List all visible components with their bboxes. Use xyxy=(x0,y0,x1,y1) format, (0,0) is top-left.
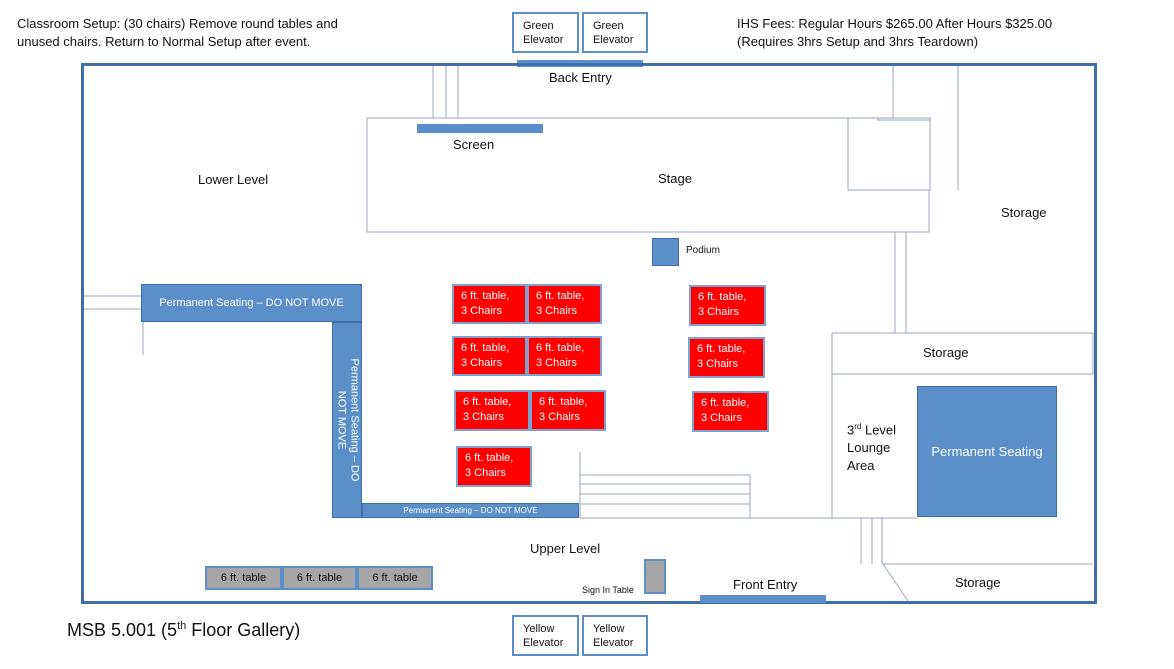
green-elevator-right: Green Elevator xyxy=(582,12,648,53)
storage-top-label: Storage xyxy=(1001,205,1047,220)
fees-note: IHS Fees: Regular Hours $265.00 After Ho… xyxy=(737,16,1053,49)
table-5: 6 ft. table, 3 Chairs xyxy=(527,336,602,376)
podium-label: Podium xyxy=(686,245,720,256)
stage-label: Stage xyxy=(658,171,692,186)
table-6: 6 ft. table, 3 Chairs xyxy=(688,337,765,378)
setup-instructions: Classroom Setup: (30 chairs) Remove roun… xyxy=(17,16,338,49)
permanent-seating-right: Permanent Seating xyxy=(917,386,1057,517)
gray-table-1: 6 ft. table xyxy=(205,566,282,590)
room-name: MSB 5.001 (5th Floor Gallery) xyxy=(67,620,301,640)
yellow-elevator-left: Yellow Elevator xyxy=(512,615,579,656)
storage-mid-label: Storage xyxy=(923,345,969,360)
table-3: 6 ft. table, 3 Chairs xyxy=(689,285,766,326)
table-4: 6 ft. table, 3 Chairs xyxy=(452,336,527,376)
back-entry-label: Back Entry xyxy=(549,70,612,85)
gray-table-2: 6 ft. table xyxy=(282,566,357,590)
permanent-seating-top: Permanent Seating – DO NOT MOVE xyxy=(141,284,362,322)
front-entry-label: Front Entry xyxy=(733,577,798,592)
screen-label: Screen xyxy=(453,137,495,152)
podium xyxy=(652,238,679,266)
table-10: 6 ft. table, 3 Chairs xyxy=(456,446,532,487)
front-entry-door xyxy=(700,595,826,603)
table-7: 6 ft. table, 3 Chairs xyxy=(454,390,530,431)
table-1: 6 ft. table, 3 Chairs xyxy=(452,284,527,324)
permanent-seating-vertical: Permanent Seating – DO NOT MOVE xyxy=(332,322,362,518)
screen xyxy=(417,124,543,133)
storage-bottom-label: Storage xyxy=(955,575,1001,590)
table-8: 6 ft. table, 3 Chairs xyxy=(530,390,606,431)
sign-in-table xyxy=(644,559,666,594)
table-9: 6 ft. table, 3 Chairs xyxy=(692,391,769,432)
room-outline xyxy=(81,63,1097,604)
lower-level-label: Lower Level xyxy=(198,172,269,187)
lounge-label: 3rd Level Lounge Area xyxy=(847,422,897,474)
sign-in-table-label: Sign In Table xyxy=(582,585,634,595)
table-2: 6 ft. table, 3 Chairs xyxy=(527,284,602,324)
gray-table-3: 6 ft. table xyxy=(357,566,433,590)
permanent-seating-bottom: Permanent Seating – DO NOT MOVE xyxy=(362,503,579,518)
upper-level-label: Upper Level xyxy=(530,541,601,556)
yellow-elevator-right: Yellow Elevator xyxy=(582,615,648,656)
green-elevator-left: Green Elevator xyxy=(512,12,579,53)
